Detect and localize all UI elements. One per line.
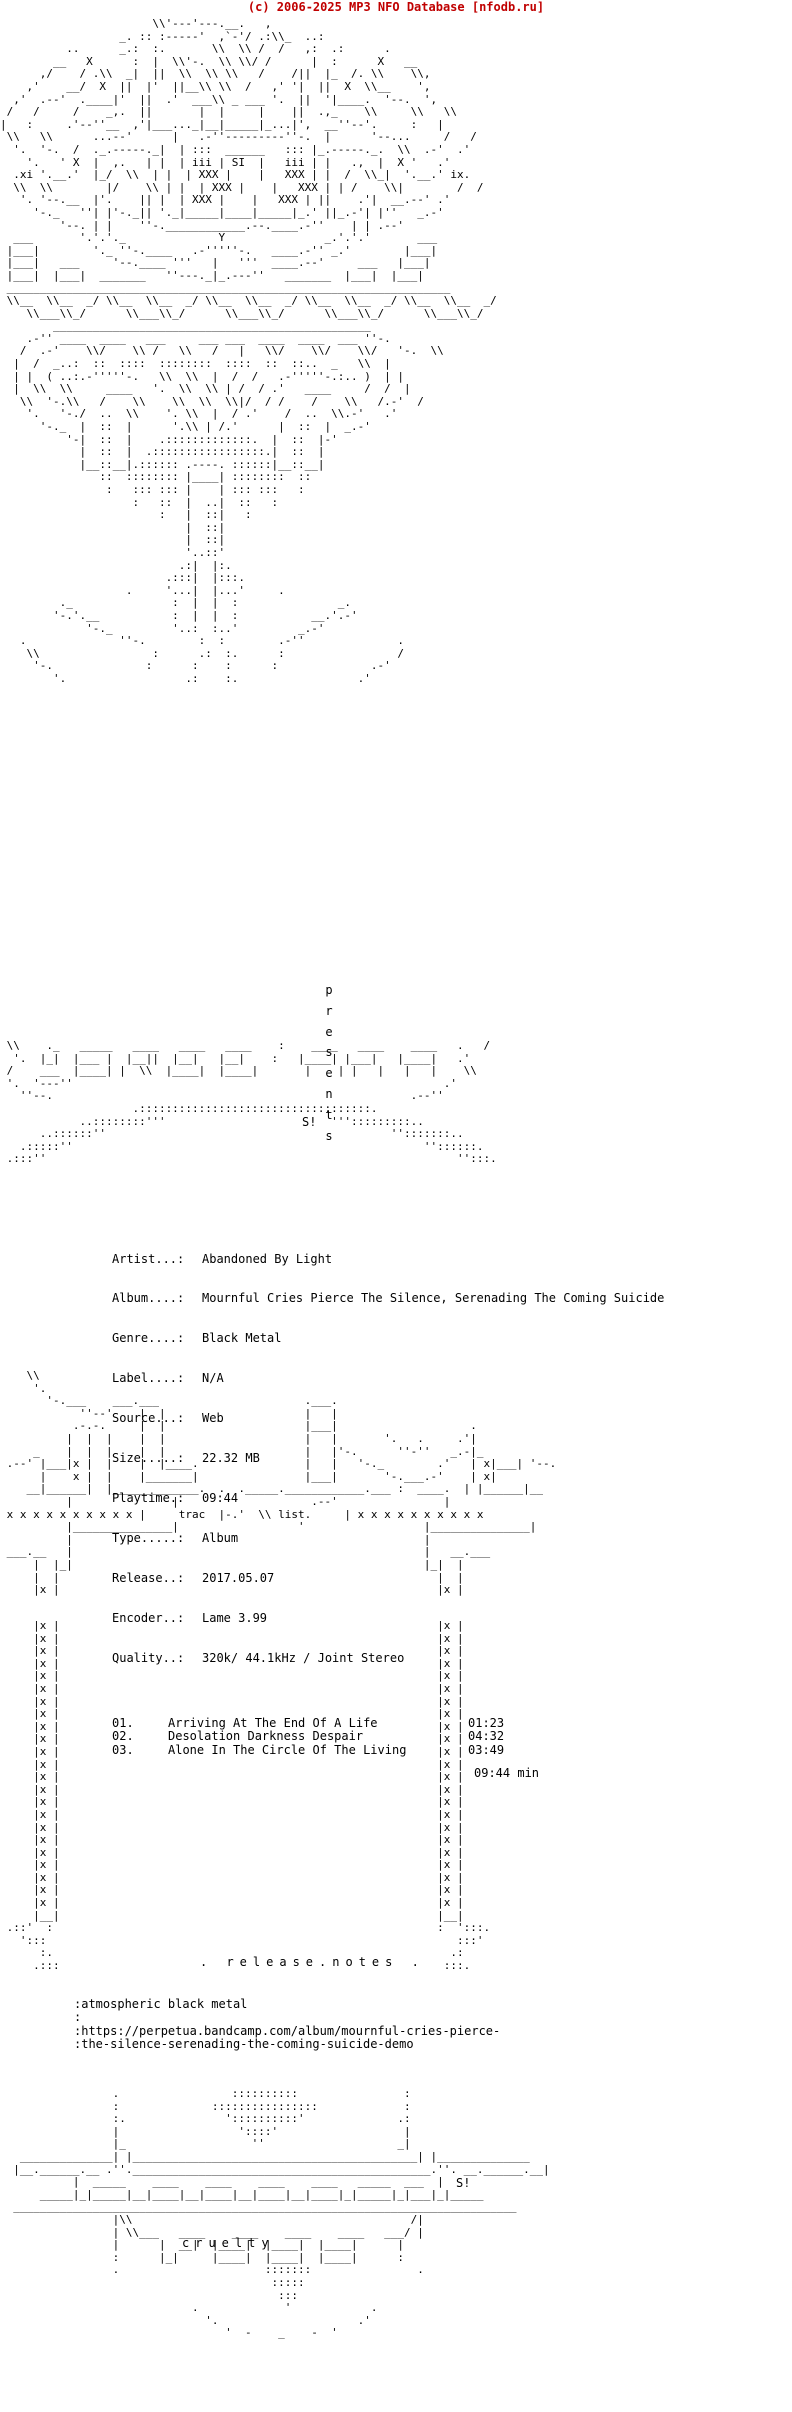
presents-letter: e <box>325 1024 333 1039</box>
release-info: Artist...: Abandoned By Light Album....: M… <box>112 1226 664 1678</box>
info-label: Type.....: <box>112 1530 185 1545</box>
info-value: Lame 3.99 <box>202 1610 268 1625</box>
info-row: Album....: Mournful Cries Pierce The Sile… <box>112 1291 665 1306</box>
info-label: Playtime.: <box>112 1490 185 1505</box>
info-row: Size.....: 22.32 MB <box>112 1451 664 1466</box>
release-note-line: :the-silence-serenading-the-coming-suici… <box>74 2036 414 2051</box>
info-row: Source...: Web <box>112 1411 664 1426</box>
info-value: 2017.05.07 <box>202 1570 275 1585</box>
presents-letter: n <box>325 1086 333 1101</box>
presents-letter: e <box>325 1066 333 1081</box>
presents-letter: r <box>325 1003 333 1018</box>
info-value: 22.32 MB <box>202 1451 260 1466</box>
info-row: Release..: 2017.05.07 <box>112 1570 664 1585</box>
info-value: Abandoned By Light <box>202 1251 333 1266</box>
signature-top: S! <box>302 1115 317 1129</box>
info-value: Black Metal <box>202 1331 282 1346</box>
info-label: Label....: <box>112 1371 185 1386</box>
info-label: Quality..: <box>112 1650 185 1665</box>
info-label: Size.....: <box>112 1451 185 1466</box>
release-notes: :atmospheric black metal::https://perpet… <box>74 1997 501 2051</box>
presents-letter: t <box>325 1107 333 1122</box>
info-row: Encoder..: Lame 3.99 <box>112 1610 664 1625</box>
info-row: Quality..: 320k/ 44.1kHz / Joint Stereo <box>112 1650 664 1665</box>
release-notes-heading: . release.notes . <box>200 1955 425 1969</box>
info-label: Source...: <box>112 1411 185 1426</box>
total-playtime: 09:44 min <box>474 1766 540 1780</box>
info-row: Type.....: Album <box>112 1530 664 1545</box>
info-value: 09:44 <box>202 1490 239 1505</box>
info-row: Label....: N/A <box>112 1371 664 1386</box>
info-value: N/A <box>202 1371 224 1386</box>
info-value: Album <box>202 1530 239 1545</box>
presents-letter: s <box>325 1128 333 1143</box>
info-label: Artist...: <box>112 1251 185 1266</box>
info-value: 320k/ 44.1kHz / Joint Stereo <box>202 1650 405 1665</box>
release-note-line: : <box>74 2010 82 2025</box>
info-label: Genre....: <box>112 1331 185 1346</box>
presents-letter: s <box>325 1045 333 1060</box>
info-row: Artist...: Abandoned By Light <box>112 1251 664 1266</box>
signature-footer: S! <box>456 2176 471 2190</box>
ascii-art-presents-band: \\ ._ _____ ____ ____ ____ : ____ ____ _… <box>6 1039 497 1166</box>
presents-letter: p <box>325 983 333 997</box>
site-copyright-header: (c) 2006-2025 MP3 NFO Database [nfodb.ru… <box>247 0 545 14</box>
info-label: Release..: <box>112 1570 185 1585</box>
info-value: Web <box>202 1411 224 1426</box>
release-note-line: :atmospheric black metal <box>74 1997 248 2011</box>
info-label: Encoder..: <box>112 1610 185 1625</box>
release-note-line: :https://perpetua.bandcamp.com/album/mou… <box>74 2023 501 2038</box>
group-name: cruelty <box>182 2236 275 2250</box>
ascii-art-footer-logo: . :::::::::: : : :::::::::::::::: : :. '… <box>13 2087 550 2340</box>
presents-vertical-text: p r e s e n t s <box>322 980 336 1146</box>
ascii-art-tracklist-frame: \\ '. '-.___ ___.___ .___. ''--' | | | |… <box>6 1369 557 1597</box>
ascii-art-tracklist-sides: |x | |x | |x | |x | |x | <box>6 1619 491 1973</box>
info-value: Mournful Cries Pierce The Silence, Seren… <box>202 1291 665 1306</box>
info-label: Album....: <box>112 1291 185 1306</box>
info-row: Playtime.: 09:44 <box>112 1490 664 1505</box>
info-row: Genre....: Black Metal <box>112 1331 664 1346</box>
ascii-art-top-emblem: \\'---'---.__. , _. :: :-----' ,`-'/ .:\… <box>0 17 497 685</box>
